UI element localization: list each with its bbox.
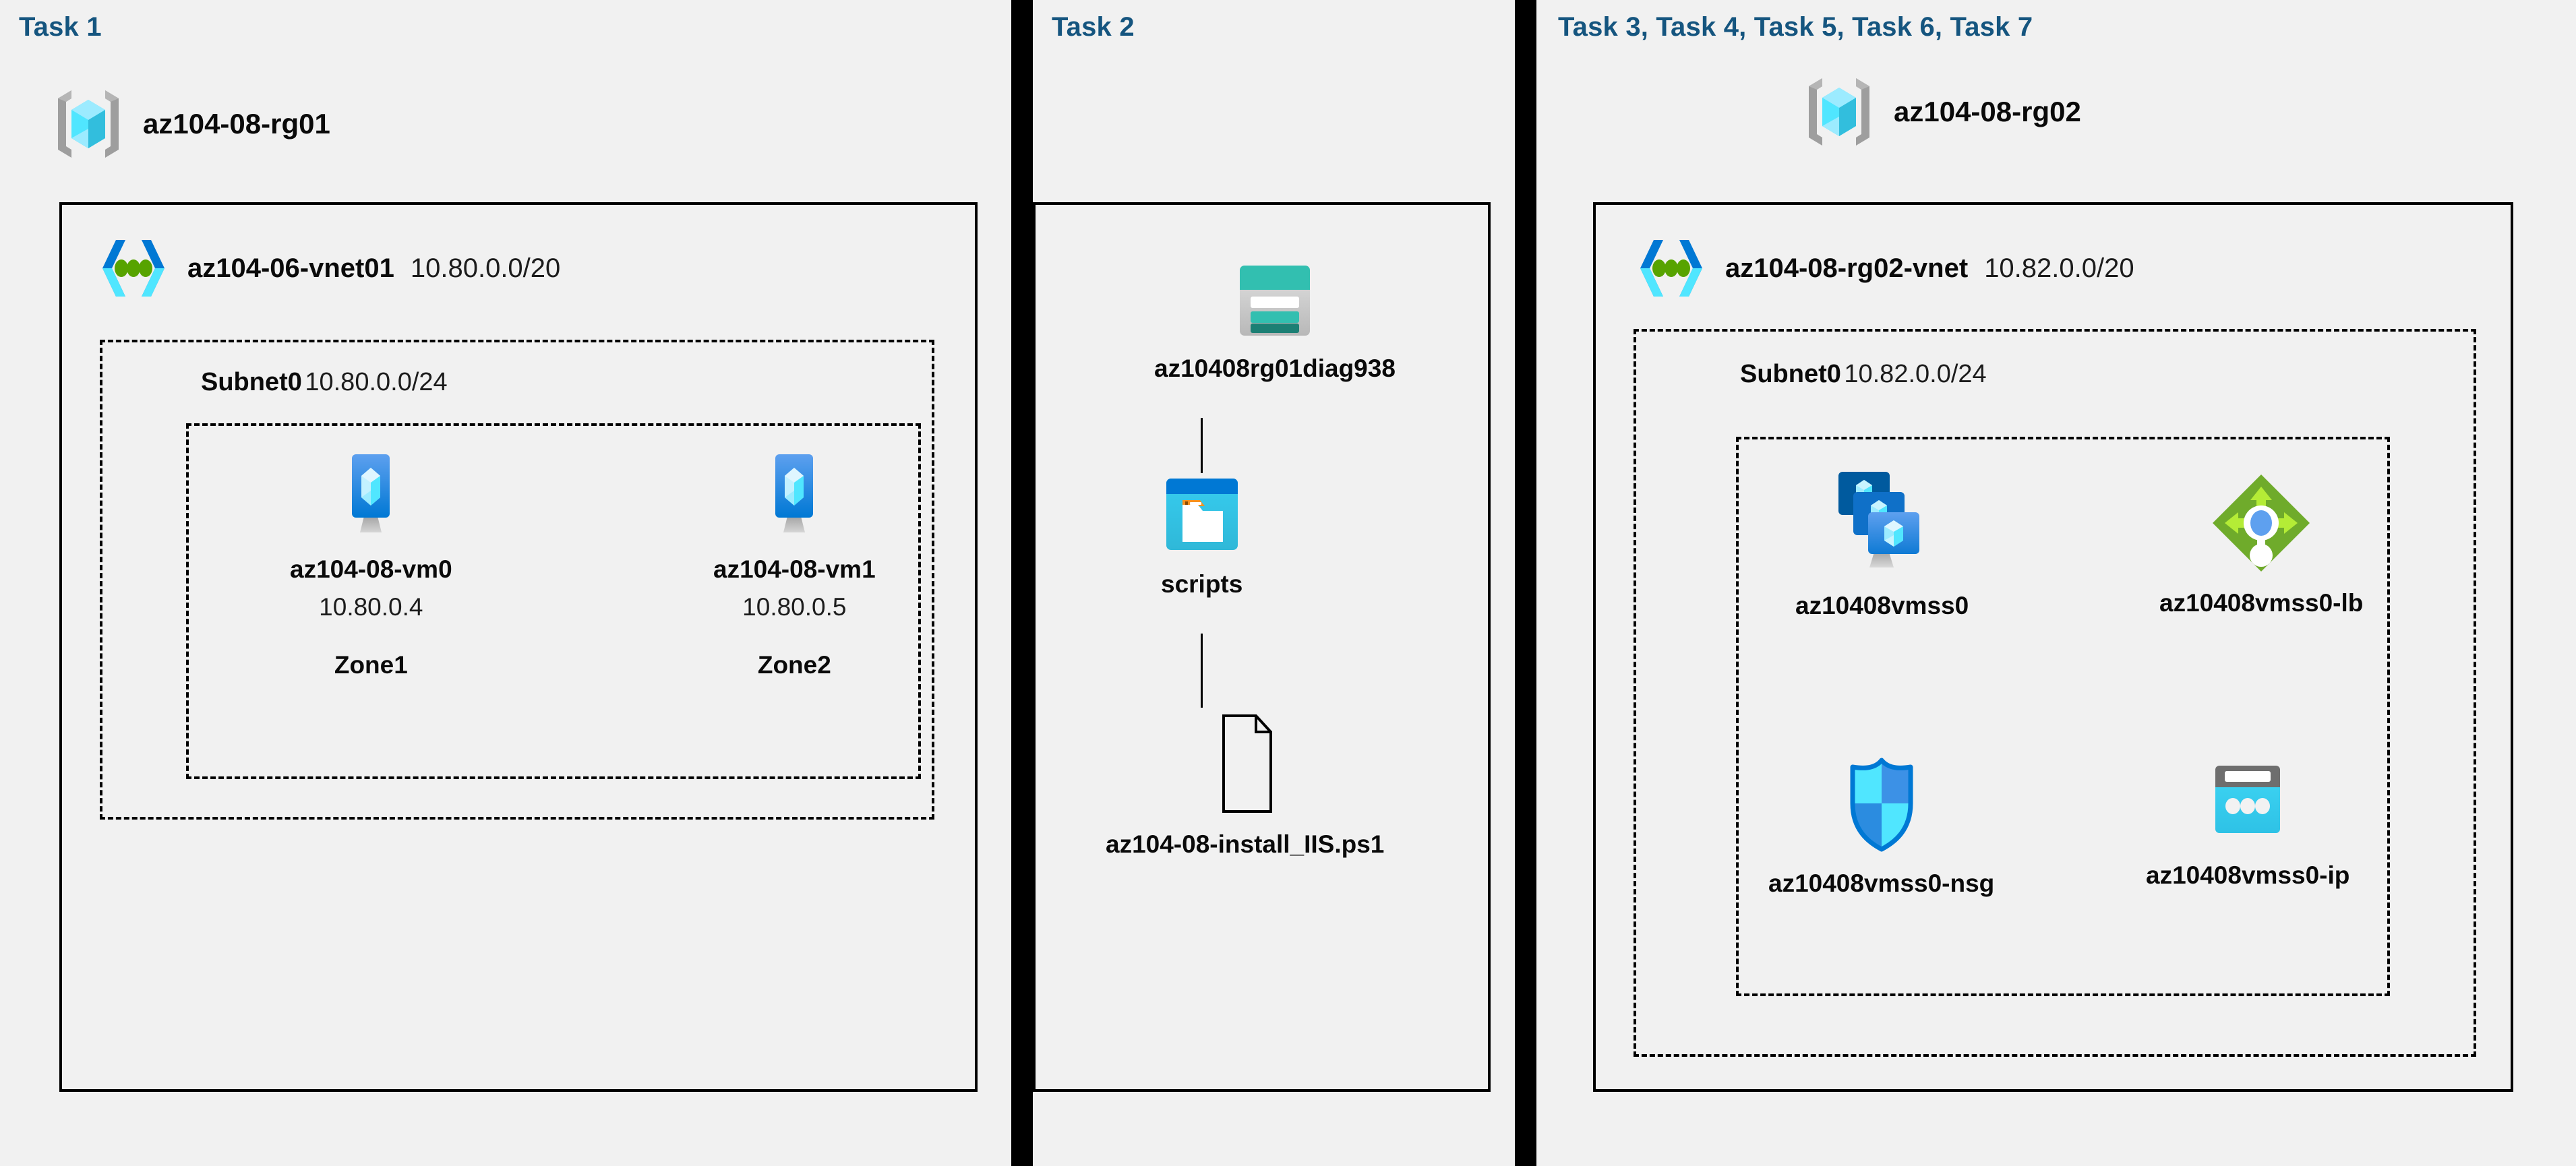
vnet-box-az104-08-rg02-vnet — [1593, 202, 2513, 1092]
storage-account-node[interactable]: az10408rg01diag938 — [1154, 262, 1396, 383]
vnet-heading-rg02-vnet: az104-08-rg02-vnet 10.82.0.0/20 — [1634, 235, 2134, 302]
panel-task3-7: Task 3, Task 4, Task 5, Task 6, Task 7 a… — [1539, 0, 2576, 1166]
panel-task2: Task 2 az10408rg01diag — [1033, 0, 1515, 1166]
resource-group-name: az104-08-rg01 — [143, 108, 330, 140]
script-file-name: az104-08-install_IIS.ps1 — [1106, 830, 1385, 858]
panel-task1: Task 1 az104-08-rg01 — [0, 0, 1011, 1166]
network-security-group-icon — [1842, 755, 1921, 855]
virtual-machine-icon — [333, 452, 409, 541]
vm-ip: 10.80.0.4 — [319, 593, 423, 621]
vmss-name: az10408vmss0 — [1795, 592, 1969, 619]
lb-name: az10408vmss0-lb — [2159, 589, 2364, 617]
vnet-cidr: 10.80.0.0/20 — [410, 253, 561, 283]
subnet-box-subnet0 — [100, 340, 934, 820]
resource-group-rg01: az104-08-rg01 — [51, 86, 330, 162]
subnet-heading: Subnet0 10.80.0.0/24 — [201, 368, 448, 397]
vm-zone: Zone2 — [757, 651, 831, 679]
subnet-cidr: 10.80.0.0/24 — [305, 368, 448, 396]
vm-group-box — [186, 423, 921, 779]
subnet-heading: Subnet0 10.82.0.0/24 — [1740, 360, 1987, 389]
vnet-box-az104-06-vnet01 — [59, 202, 978, 1092]
vm-node-az104-08-vm0[interactable]: az104-08-vm0 10.80.0.4 Zone1 — [290, 452, 452, 679]
script-file-icon — [1207, 713, 1283, 816]
subnet-name: Subnet0 — [1740, 360, 1841, 388]
vm-ip: 10.80.0.5 — [742, 593, 847, 621]
vm-zone: Zone1 — [334, 651, 408, 679]
task3-7-label: Task 3, Task 4, Task 5, Task 6, Task 7 — [1558, 12, 2033, 42]
connector-storage-to-scripts — [1201, 418, 1203, 473]
subnet-cidr: 10.82.0.0/24 — [1844, 360, 1987, 388]
task2-label: Task 2 — [1052, 12, 1135, 42]
subnet-name: Subnet0 — [201, 368, 302, 396]
virtual-machine-icon — [756, 452, 832, 541]
virtual-network-icon — [1634, 235, 1709, 302]
vnet-heading-vnet01: az104-06-vnet01 10.80.0.0/20 — [96, 235, 560, 302]
resource-group-icon — [51, 86, 125, 162]
public-ip-address-icon — [2205, 762, 2291, 847]
resource-group-name: az104-08-rg02 — [1894, 96, 2081, 127]
blob-container-icon — [1162, 476, 1242, 555]
script-file-node[interactable]: az104-08-install_IIS.ps1 — [1106, 713, 1384, 859]
vnet-cidr: 10.82.0.0/20 — [1984, 253, 2134, 283]
lb-node-az10408vmss0-lb[interactable]: az10408vmss0-lb — [2159, 472, 2363, 617]
vm-scale-set-icon — [1826, 465, 1938, 577]
nsg-name: az10408vmss0-nsg — [1768, 869, 1995, 897]
virtual-network-icon — [96, 235, 171, 302]
storage-account-icon — [1234, 262, 1315, 340]
vm-name: az104-08-vm0 — [290, 555, 452, 583]
storage-account-name: az10408rg01diag938 — [1154, 355, 1396, 382]
panel-separator-1 — [1011, 0, 1033, 1166]
vm-node-az104-08-vm1[interactable]: az104-08-vm1 10.80.0.5 Zone2 — [713, 452, 876, 679]
blob-container-node[interactable]: scripts — [1161, 476, 1242, 599]
blob-container-name: scripts — [1161, 570, 1243, 598]
vnet-name: az104-06-vnet01 — [187, 253, 394, 283]
vnet-name: az104-08-rg02-vnet — [1725, 253, 1969, 283]
resource-group-icon — [1802, 74, 1876, 150]
resource-group-box — [1736, 437, 2390, 996]
vm-name: az104-08-vm1 — [713, 555, 876, 583]
task2-content-box — [1033, 202, 1491, 1092]
load-balancer-icon — [2210, 472, 2312, 574]
subnet-box-subnet0 — [1634, 329, 2476, 1057]
vmss-node-az10408vmss0[interactable]: az10408vmss0 — [1795, 465, 1969, 620]
connector-scripts-to-file — [1201, 634, 1203, 708]
resource-group-rg02: az104-08-rg02 — [1802, 74, 2081, 150]
panel-separator-2 — [1515, 0, 1536, 1166]
public-ip-name: az10408vmss0-ip — [2146, 861, 2350, 889]
task1-label: Task 1 — [19, 12, 102, 42]
nsg-node-az10408vmss0-nsg[interactable]: az10408vmss0-nsg — [1768, 755, 1994, 898]
public-ip-node-az10408vmss0-ip[interactable]: az10408vmss0-ip — [2146, 762, 2349, 890]
